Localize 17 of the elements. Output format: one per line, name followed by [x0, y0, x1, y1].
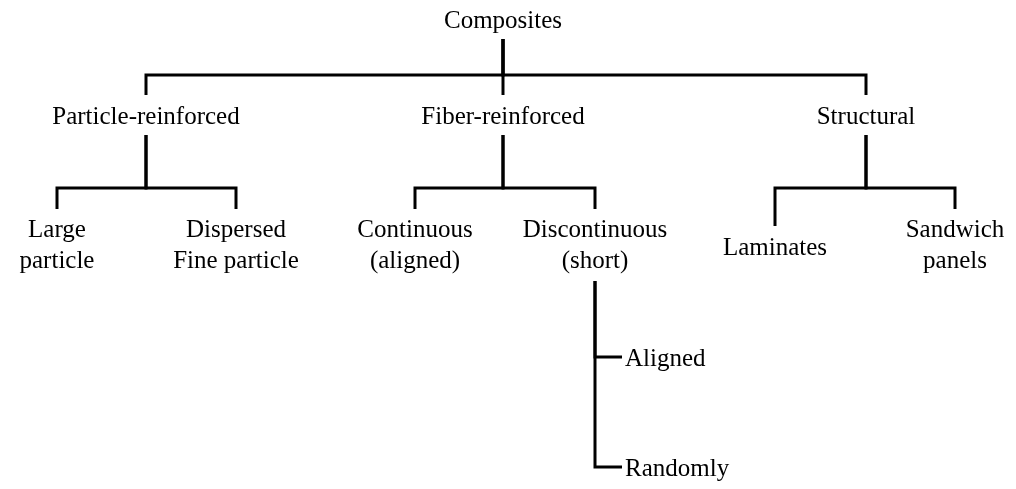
connector-line — [593, 281, 622, 469]
node-label: Particle-reinforced — [51, 100, 241, 131]
node-label: Aligned — [625, 342, 707, 373]
node-label: Discontinuous (short) — [521, 214, 669, 275]
node-label: Composites — [442, 4, 564, 35]
connector-line — [864, 135, 957, 209]
node-label: Randomly — [625, 452, 731, 483]
node-label: Continuous (aligned) — [356, 214, 474, 275]
node-label: Large particle — [18, 214, 96, 275]
node-label: Fiber-reinforced — [420, 100, 586, 131]
connector-line — [501, 39, 868, 95]
connector-line — [144, 135, 238, 209]
node-label: Laminates — [721, 231, 829, 262]
node-label: Dispersed Fine particle — [172, 214, 300, 275]
node-label: Sandwich panels — [904, 214, 1006, 275]
node-label: Structural — [815, 100, 917, 131]
connector-line — [501, 135, 597, 209]
